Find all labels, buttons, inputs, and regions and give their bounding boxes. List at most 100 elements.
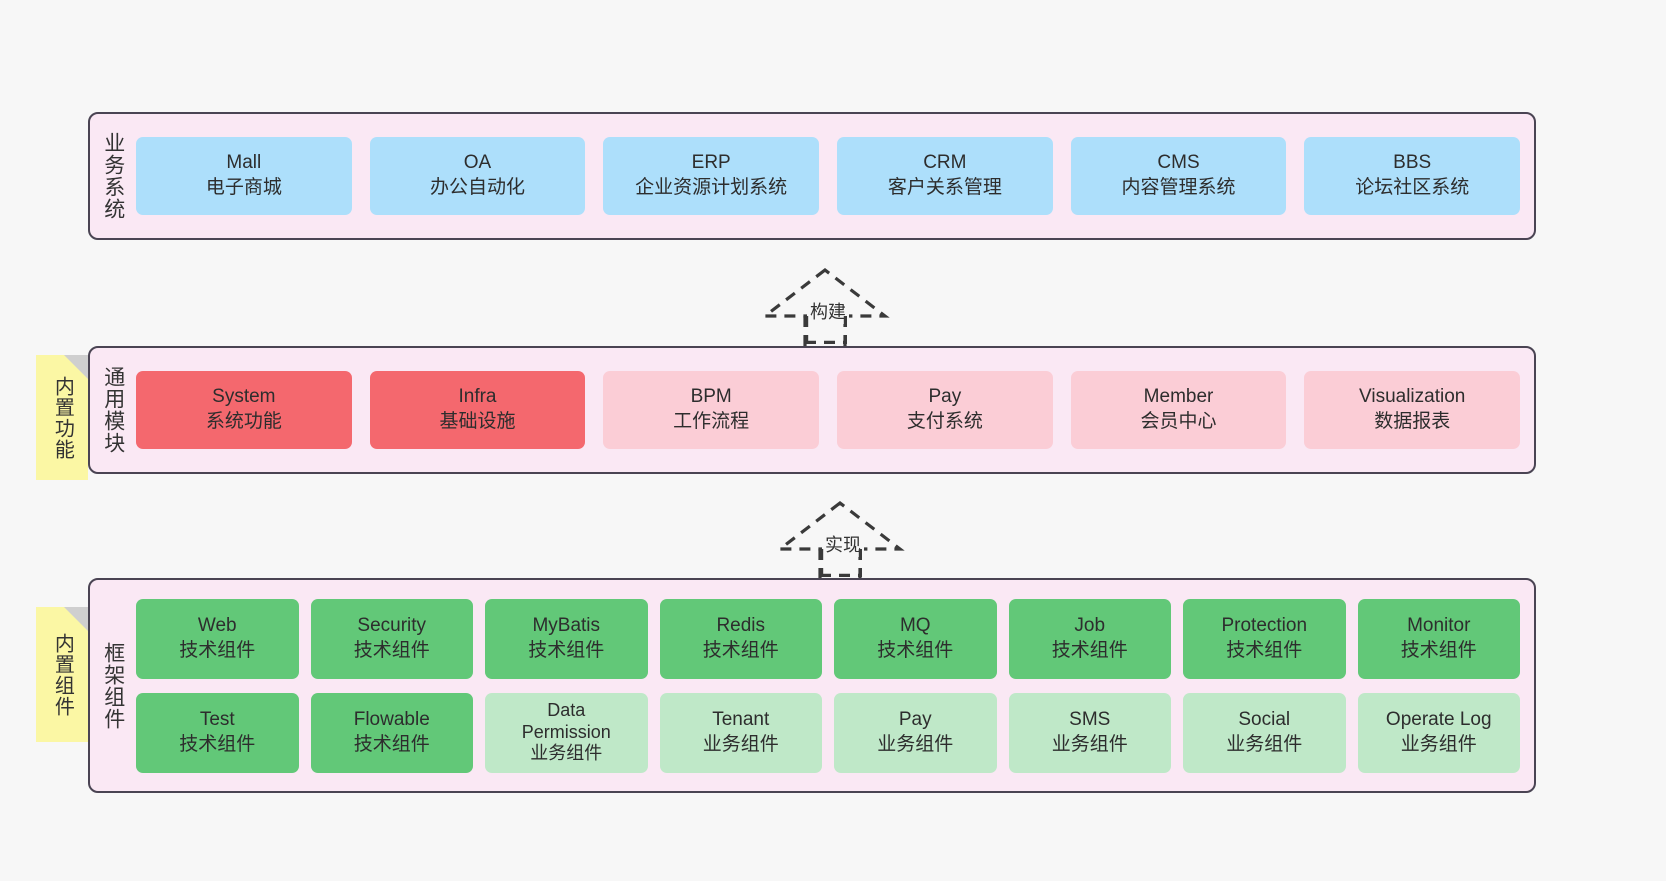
node-subtitle: 技术组件	[528, 639, 605, 661]
node-title: SMS	[1069, 708, 1111, 730]
node-web[interactable]: Web 技术组件	[136, 598, 299, 679]
layer-common-modules: 通用模块 System 系统功能 Infra 基础设施 BPM 工作流程 Pay…	[88, 346, 1536, 474]
node-title: Tenant	[712, 708, 770, 730]
node-data-permission[interactable]: Data Permission 业务组件	[485, 692, 648, 773]
node-subtitle: 业务组件	[530, 743, 603, 764]
node-subtitle: 系统功能	[205, 411, 282, 432]
node-title: CMS	[1157, 152, 1200, 174]
node-visualization[interactable]: Visualization 数据报表	[1304, 371, 1521, 449]
build-shaft-icon	[805, 316, 848, 344]
node-tenant[interactable]: Tenant 业务组件	[659, 692, 822, 773]
node-title-line2: Permission	[521, 721, 611, 742]
note-fold-corner-icon	[64, 607, 88, 631]
node-social[interactable]: Social 业务组件	[1183, 692, 1346, 773]
node-title: ERP	[691, 152, 731, 174]
note-builtin-functions: 内置功能	[36, 355, 88, 480]
layer-framework-components: 框架组件 Web 技术组件 Security 技术组件 MyBatis 技术组件	[88, 578, 1536, 793]
node-system[interactable]: System 系统功能	[136, 371, 352, 449]
node-subtitle: 会员中心	[1140, 411, 1217, 432]
node-subtitle: 技术组件	[353, 733, 430, 755]
node-title: Redis	[716, 614, 766, 636]
node-title: Infra	[458, 386, 497, 408]
node-subtitle: 技术组件	[179, 733, 256, 755]
node-mall[interactable]: Mall 电子商城	[136, 137, 352, 215]
node-subtitle: 电子商城	[205, 177, 282, 198]
node-subtitle: 业务组件	[1051, 733, 1128, 755]
node-subtitle: 数据报表	[1374, 411, 1451, 432]
node-subtitle: 业务组件	[1226, 733, 1303, 755]
node-title: Web	[197, 614, 237, 636]
node-subtitle: 论坛社区系统	[1355, 177, 1470, 198]
node-bbs[interactable]: BBS 论坛社区系统	[1304, 137, 1521, 215]
node-title: Monitor	[1407, 614, 1471, 636]
connector-build-shaft	[805, 316, 848, 344]
node-oa[interactable]: OA 办公自动化	[369, 137, 586, 215]
node-subtitle: 业务组件	[1400, 733, 1477, 755]
node-title: System	[212, 386, 276, 408]
node-subtitle: 工作流程	[673, 411, 750, 432]
node-member[interactable]: Member 会员中心	[1070, 371, 1287, 449]
node-subtitle: 企业资源计划系统	[635, 177, 788, 198]
node-mq[interactable]: MQ 技术组件	[834, 598, 997, 679]
node-subtitle: 技术组件	[1226, 639, 1303, 661]
node-infra[interactable]: Infra 基础设施	[369, 371, 586, 449]
layer-business-system: 业务系统 Mall 电子商城 OA 办公自动化 ERP 企业资源计划系统 CRM…	[88, 112, 1536, 240]
connector-implement-label: 实现	[822, 531, 864, 557]
node-title: Security	[357, 614, 427, 636]
node-sms[interactable]: SMS 业务组件	[1008, 692, 1171, 773]
implement-shaft-icon	[820, 549, 863, 577]
node-title: BBS	[1393, 152, 1432, 174]
node-title: Mall	[226, 152, 262, 174]
node-subtitle: 办公自动化	[430, 177, 526, 198]
node-test[interactable]: Test 技术组件	[136, 692, 299, 773]
node-title: MyBatis	[532, 614, 601, 636]
node-title: Operate Log	[1385, 708, 1492, 730]
node-protection[interactable]: Protection 技术组件	[1183, 598, 1346, 679]
node-crm[interactable]: CRM 客户关系管理	[837, 137, 1053, 215]
node-title: BPM	[690, 386, 732, 408]
layer-title-framework-components: 框架组件	[101, 641, 125, 730]
node-flowable[interactable]: Flowable 技术组件	[310, 692, 473, 773]
connector-implement-shaft	[820, 549, 863, 577]
node-bpm[interactable]: BPM 工作流程	[603, 371, 820, 449]
layer-title-business-system: 业务系统	[101, 132, 125, 220]
node-title: Flowable	[353, 708, 430, 730]
node-subtitle: 技术组件	[353, 639, 430, 661]
node-subtitle: 技术组件	[877, 639, 954, 661]
node-mybatis[interactable]: MyBatis 技术组件	[485, 598, 648, 679]
node-erp[interactable]: ERP 企业资源计划系统	[603, 137, 820, 215]
node-subtitle: 基础设施	[439, 411, 516, 432]
node-title: Pay	[928, 386, 962, 408]
node-subtitle: 客户关系管理	[887, 177, 1002, 198]
node-title: Member	[1143, 386, 1214, 408]
node-subtitle: 业务组件	[702, 733, 779, 755]
node-subtitle: 支付系统	[906, 411, 983, 432]
note-builtin-components: 内置组件	[36, 607, 88, 742]
node-title: Data	[547, 699, 586, 720]
node-title: MQ	[899, 614, 931, 636]
node-job[interactable]: Job 技术组件	[1008, 598, 1171, 679]
note-fold-corner-icon	[64, 355, 88, 379]
node-title: CRM	[923, 152, 967, 174]
connector-build: 构建	[755, 262, 915, 348]
node-monitor[interactable]: Monitor 技术组件	[1357, 598, 1520, 679]
node-pay-component[interactable]: Pay 业务组件	[834, 692, 997, 773]
node-title: OA	[463, 152, 492, 174]
node-cms[interactable]: CMS 内容管理系统	[1070, 137, 1287, 215]
node-title: Visualization	[1359, 386, 1466, 408]
node-title: Social	[1238, 708, 1291, 730]
node-subtitle: 内容管理系统	[1121, 177, 1236, 198]
node-operate-log[interactable]: Operate Log 业务组件	[1357, 692, 1520, 773]
node-title: Test	[199, 708, 235, 730]
node-security[interactable]: Security 技术组件	[310, 598, 473, 679]
node-subtitle: 技术组件	[1051, 639, 1128, 661]
node-subtitle: 技术组件	[702, 639, 779, 661]
node-title: Protection	[1221, 614, 1308, 636]
note-label: 内置组件	[51, 632, 74, 717]
connector-build-label: 构建	[807, 298, 849, 324]
node-redis[interactable]: Redis 技术组件	[659, 598, 822, 679]
node-pay-module[interactable]: Pay 支付系统	[837, 371, 1053, 449]
node-title: Pay	[898, 708, 932, 730]
note-label: 内置功能	[51, 375, 74, 460]
